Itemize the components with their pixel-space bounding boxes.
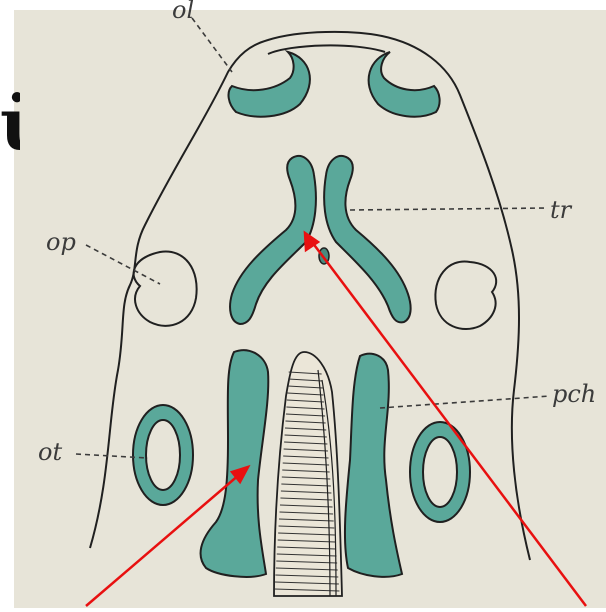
label-pch: pch bbox=[552, 380, 596, 408]
label-tr: tr bbox=[550, 196, 573, 224]
label-op: op bbox=[46, 228, 76, 256]
otic-capsule-left-lumen bbox=[146, 420, 180, 490]
edge-glyph: ü bbox=[0, 84, 20, 164]
otic-capsule-right-lumen bbox=[423, 437, 457, 507]
label-ot: ot bbox=[38, 438, 62, 466]
label-ol: ol bbox=[172, 0, 194, 24]
